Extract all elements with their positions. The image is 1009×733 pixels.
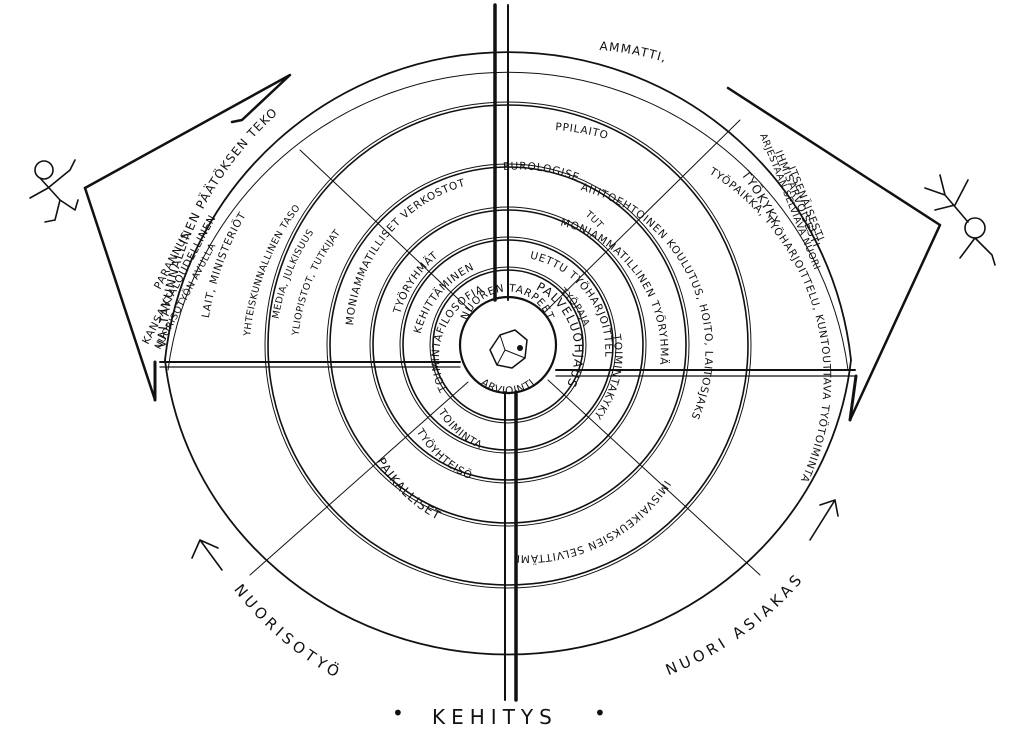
bottom-right-label: NUORI ASIAKAS [663, 569, 808, 679]
left-wing-bottom [85, 188, 155, 400]
bottom-dot-left: • [392, 701, 410, 725]
right-figure-body [925, 175, 995, 265]
right-figure-icon [925, 175, 995, 265]
labels: NUOREN TARPEET ARVIOINTI TOIMINTAFILOSOF… [0, 0, 833, 729]
center-bottom-label: ARVIOINTI [478, 377, 537, 398]
center-doodle-icon [490, 330, 527, 368]
left-figure-head [35, 161, 53, 179]
doodle-dot [517, 345, 523, 351]
bottom-left-label: NUORISOTYÖ [230, 581, 346, 683]
left-arrow-path [192, 540, 222, 570]
left-figure-icon [30, 160, 78, 222]
left-arrow-icon [192, 540, 222, 570]
ring4-right-label: VAIHTOEHTOINEN KOULUTUS, HOITO, LAITOSJA… [0, 0, 715, 422]
bottom-middle-label: KEHITYS [432, 705, 558, 729]
left-figure-body [30, 160, 78, 222]
ring4-left-lower-label: PAIKALLISET [374, 455, 444, 523]
right-arrow-icon [810, 500, 838, 540]
bottom-dot-right: • [594, 701, 612, 725]
right-arrow-path [810, 500, 838, 540]
ring5-right-a-label: OPPILAITOS, [0, 0, 610, 142]
spoke-lower-left [250, 382, 468, 575]
ring3-right-upper-label: TUTKIMUKSET [0, 0, 605, 231]
ring6-right-a-label: AMMATTI, [599, 39, 669, 65]
